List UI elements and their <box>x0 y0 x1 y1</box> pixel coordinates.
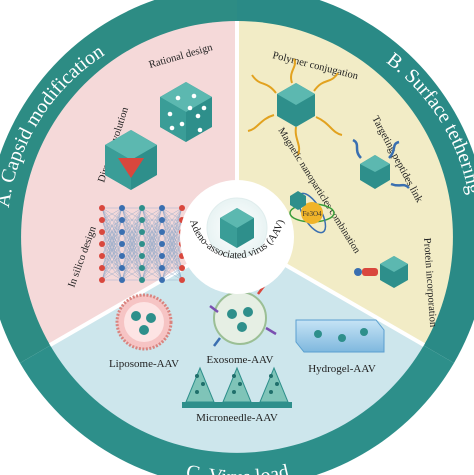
liposome-icon <box>115 293 173 351</box>
label-liposome-aav: Liposome-AAV <box>109 358 179 370</box>
exosome-icon <box>209 285 277 347</box>
microneedle-icon <box>185 366 289 403</box>
sector-a-content: Rational design Directed evolution In si… <box>66 42 214 289</box>
center-hub: Adeno-associated virus (AAV) <box>180 180 294 294</box>
hydrogel-icon <box>295 319 385 353</box>
directed-evolution-capsid-icon <box>105 130 157 190</box>
label-microneedle-aav: Microneedle-AAV <box>196 412 278 424</box>
neural-network-icon <box>99 205 185 283</box>
sector-c-fill <box>50 237 424 453</box>
magnetic-nanoparticle-icon: Fe3O4 <box>289 191 335 234</box>
aav-capsid-icon <box>220 208 254 248</box>
protein-incorporation-icon <box>354 256 408 288</box>
targeting-peptide-icon <box>352 138 410 189</box>
label-hydrogel-aav: Hydrogel-AAV <box>308 363 376 375</box>
polymer-conjugation-icon <box>247 58 343 156</box>
rational-design-capsid-icon <box>160 82 212 142</box>
label-exosome-aav: Exosome-AAV <box>206 354 273 366</box>
fe3o4-label: Fe3O4 <box>302 210 322 218</box>
sector-c-content: Liposome-AAV Exosome-AAV Hydrogel-AAV Mi… <box>109 285 385 424</box>
microneedle-base <box>182 402 292 408</box>
